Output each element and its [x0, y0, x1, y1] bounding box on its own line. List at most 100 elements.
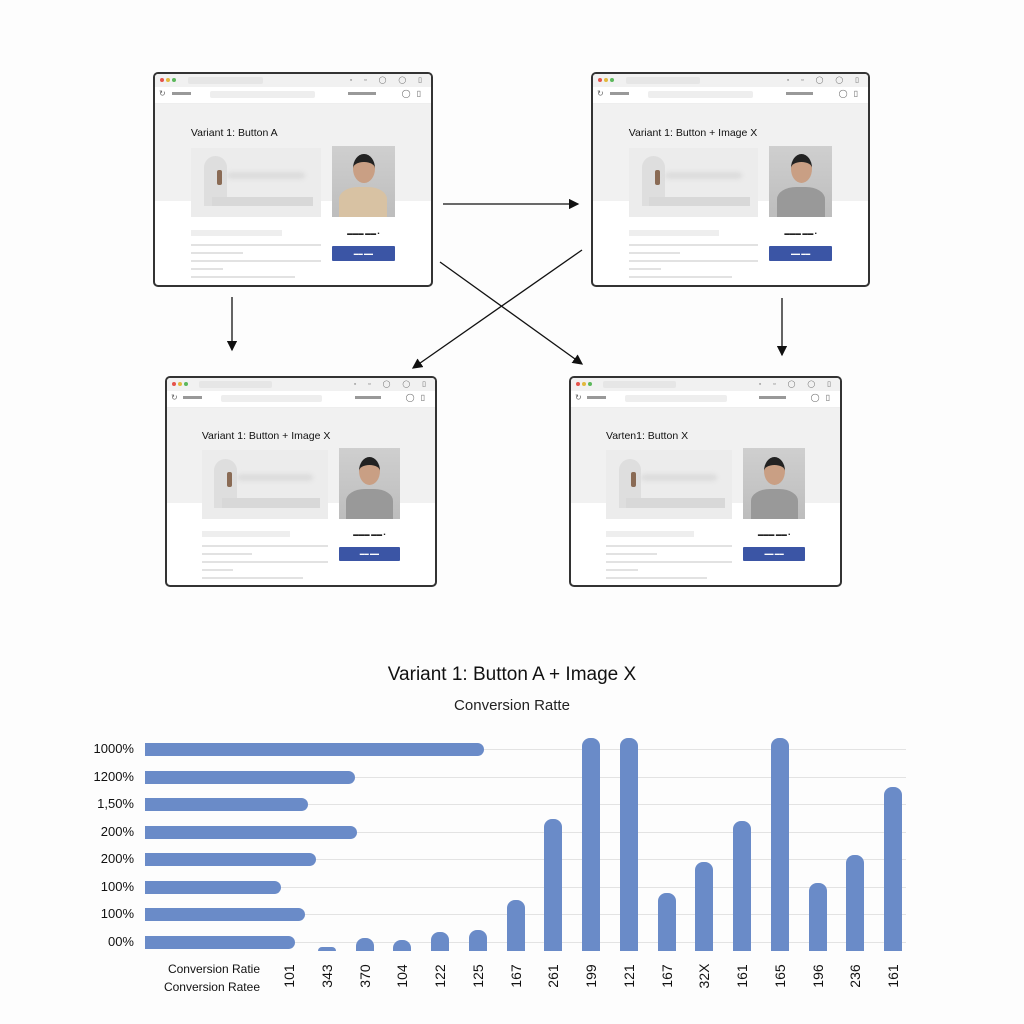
vertical-bar [355, 938, 374, 951]
x-tick-label: 104 [394, 964, 411, 988]
account-icons[interactable]: ◯▯ [838, 89, 864, 98]
text-lines [201, 531, 328, 585]
gridline [145, 832, 906, 833]
address-bar-row: ↻ ◯▯ [167, 391, 435, 408]
gridline [145, 859, 906, 860]
vertical-bar [884, 786, 902, 951]
gridline [145, 887, 906, 888]
browser-tab[interactable] [626, 77, 701, 84]
site-name [587, 396, 606, 399]
x-tick-label: 167 [658, 964, 675, 988]
url-input[interactable] [220, 395, 323, 402]
toolbar-icons[interactable]: ▫ ▫ ◯ ◯ ▯ [786, 77, 864, 84]
x-tick-label: 101 [281, 964, 297, 988]
reload-icon[interactable]: ↻ [171, 393, 178, 402]
vertical-bar [431, 931, 449, 951]
y-tick-label: 00% [107, 934, 134, 949]
toolbar-icons[interactable]: ▫ ▫ ◯ ◯ ▯ [353, 381, 431, 388]
gridline [145, 914, 906, 915]
gridline [145, 749, 906, 750]
toolbar-icons[interactable]: ▫ ▫ ◯ ◯ ▯ [349, 77, 427, 84]
gridline [145, 777, 906, 778]
cta-button[interactable]: ▬▬ ▬▬ [743, 546, 806, 562]
variant-title: Varten1: Button X [605, 429, 689, 442]
maximize-dot-icon[interactable] [184, 382, 188, 386]
y-tick-label: 1000% [93, 741, 134, 756]
vertical-bar [619, 738, 638, 951]
maximize-dot-icon[interactable] [588, 382, 592, 386]
gridline [145, 804, 906, 805]
variant-title: Variant 1: Button A [190, 126, 278, 139]
person-photo [338, 448, 401, 519]
close-dot-icon[interactable] [598, 78, 602, 82]
x-tick-label: 161 [734, 964, 750, 988]
browser-tab[interactable] [199, 381, 272, 388]
title-bar: ▫ ▫ ◯ ◯ ▯ [593, 74, 868, 87]
horizontal-bar [145, 826, 358, 839]
close-dot-icon[interactable] [160, 78, 164, 82]
x-tick-label: 161 [885, 964, 901, 988]
account-icons[interactable]: ◯▯ [401, 89, 427, 98]
y-tick-label: 200% [100, 824, 134, 839]
browser-tab[interactable] [603, 381, 676, 388]
reload-icon[interactable]: ↻ [597, 89, 604, 98]
url-input[interactable] [648, 91, 753, 98]
account-icons[interactable]: ◯▯ [810, 393, 836, 402]
url-input[interactable] [210, 91, 316, 98]
vertical-bar [770, 738, 789, 951]
vertical-bar [733, 821, 751, 951]
minimize-dot-icon[interactable] [166, 78, 170, 82]
chart-title: Variant 1: Button A + Image X [387, 664, 637, 685]
header-link[interactable] [785, 92, 813, 95]
cta-button[interactable]: ▬▬ ▬▬ [338, 546, 401, 562]
account-icons[interactable]: ◯▯ [405, 393, 431, 402]
x-row-label-1: Conversion Ratie [167, 962, 260, 976]
horizontal-bar [145, 908, 305, 921]
header-link[interactable] [759, 396, 787, 399]
y-tick-label: 100% [100, 906, 134, 921]
cta-button[interactable]: ▬▬ ▬▬ [769, 245, 833, 261]
site-name [609, 92, 629, 95]
title-bar: ▫ ▫ ◯ ◯ ▯ [155, 74, 431, 87]
x-tick-label: 261 [545, 964, 562, 988]
y-tick-label: 200% [100, 851, 134, 866]
product-illustration [190, 147, 321, 218]
minimize-dot-icon[interactable] [178, 382, 182, 386]
maximize-dot-icon[interactable] [172, 78, 176, 82]
cta-button[interactable]: ▬▬ ▬▬ [331, 245, 396, 261]
header-link[interactable] [354, 396, 382, 399]
address-bar-row: ↻ ◯▯ [155, 87, 431, 104]
x-tick-label: 167 [507, 964, 524, 988]
address-bar-row: ↻ ◯▯ [571, 391, 840, 408]
minimize-dot-icon[interactable] [582, 382, 586, 386]
header-link[interactable] [348, 92, 376, 95]
x-tick-label: 125 [469, 964, 486, 988]
horizontal-bar [145, 881, 282, 894]
product-label: ▬▬▬ ▬▬ ▪ [757, 532, 791, 539]
x-tick-label: 32X [696, 963, 713, 989]
address-bar-row: ↻ ◯▯ [593, 87, 868, 104]
x-tick-label: 196 [809, 964, 826, 988]
horizontal-bar [145, 771, 356, 784]
close-dot-icon[interactable] [172, 382, 176, 386]
browser-tab[interactable] [188, 77, 263, 84]
vertical-bar [582, 738, 600, 951]
minimize-dot-icon[interactable] [604, 78, 608, 82]
text-lines [605, 531, 733, 585]
y-tick-label: 1200% [93, 769, 134, 784]
close-dot-icon[interactable] [576, 382, 580, 386]
url-input[interactable] [624, 395, 728, 402]
product-label: ▬▬▬ ▬▬ ▪ [353, 532, 386, 539]
vertical-bar [506, 899, 525, 951]
person-photo [331, 145, 396, 218]
variant-title: Variant 1: Button + Image X [201, 429, 331, 442]
x-tick-label: 122 [432, 964, 448, 988]
vertical-bar [846, 855, 865, 951]
gridline [145, 942, 906, 943]
maximize-dot-icon[interactable] [610, 78, 614, 82]
toolbar-icons[interactable]: ▫ ▫ ◯ ◯ ▯ [758, 381, 836, 388]
vertical-bar [657, 893, 676, 951]
reload-icon[interactable]: ↻ [575, 393, 582, 402]
arrow-1-to-4 [439, 261, 584, 365]
reload-icon[interactable]: ↻ [159, 89, 166, 98]
